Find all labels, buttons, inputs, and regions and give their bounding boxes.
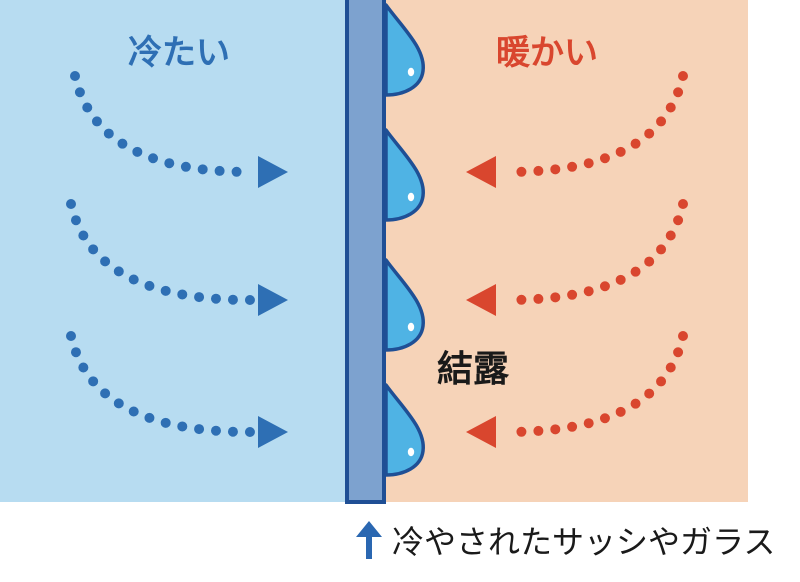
warm-air-flow-arrows: [466, 71, 688, 448]
warm-side-label: 暖かい: [496, 33, 598, 73]
warm-air-arrow: [466, 331, 688, 448]
cold-air-arrow-dots: [66, 331, 255, 437]
cold-air-arrow: [70, 71, 288, 188]
condensation-droplets: [384, 3, 425, 477]
water-droplet-icon: [384, 258, 425, 352]
warm-air-arrow-head: [466, 416, 496, 448]
condensation-label: 結露: [437, 349, 510, 390]
cold-air-arrow-head: [258, 284, 288, 316]
cold-air-arrow: [66, 199, 288, 316]
water-droplet-icon: [384, 3, 425, 97]
water-droplet-icon: [384, 128, 425, 222]
warm-air-arrow: [466, 71, 688, 188]
warm-air-arrow-dots: [503, 199, 688, 305]
droplet-highlight: [407, 322, 415, 332]
water-droplet-icon: [384, 383, 425, 477]
caption: 冷やされたサッシやガラス: [356, 520, 776, 561]
cold-air-arrow-head: [258, 156, 288, 188]
warm-air-arrow: [466, 199, 688, 316]
warm-air-arrow-dots: [503, 71, 688, 177]
cold-air-arrow: [66, 331, 288, 448]
caption-text: 冷やされたサッシやガラス: [392, 523, 776, 561]
warm-air-arrow-head: [466, 284, 496, 316]
warm-air-arrow-dots: [503, 331, 688, 437]
arrow-up-icon: [356, 521, 382, 559]
cold-air-arrow-dots: [66, 199, 255, 305]
droplet-highlight: [407, 67, 415, 77]
warm-side-background: [384, 0, 748, 502]
droplet-highlight: [407, 447, 415, 457]
cold-air-flow-arrows: [66, 71, 288, 448]
cold-side-background: [0, 0, 346, 502]
droplet-highlight: [407, 192, 415, 202]
warm-air-arrow-head: [466, 156, 496, 188]
cold-air-arrow-dots: [70, 71, 255, 177]
cold-side-label: 冷たい: [128, 33, 230, 73]
cold-air-arrow-head: [258, 416, 288, 448]
glass-sash-panel: [345, 0, 386, 504]
